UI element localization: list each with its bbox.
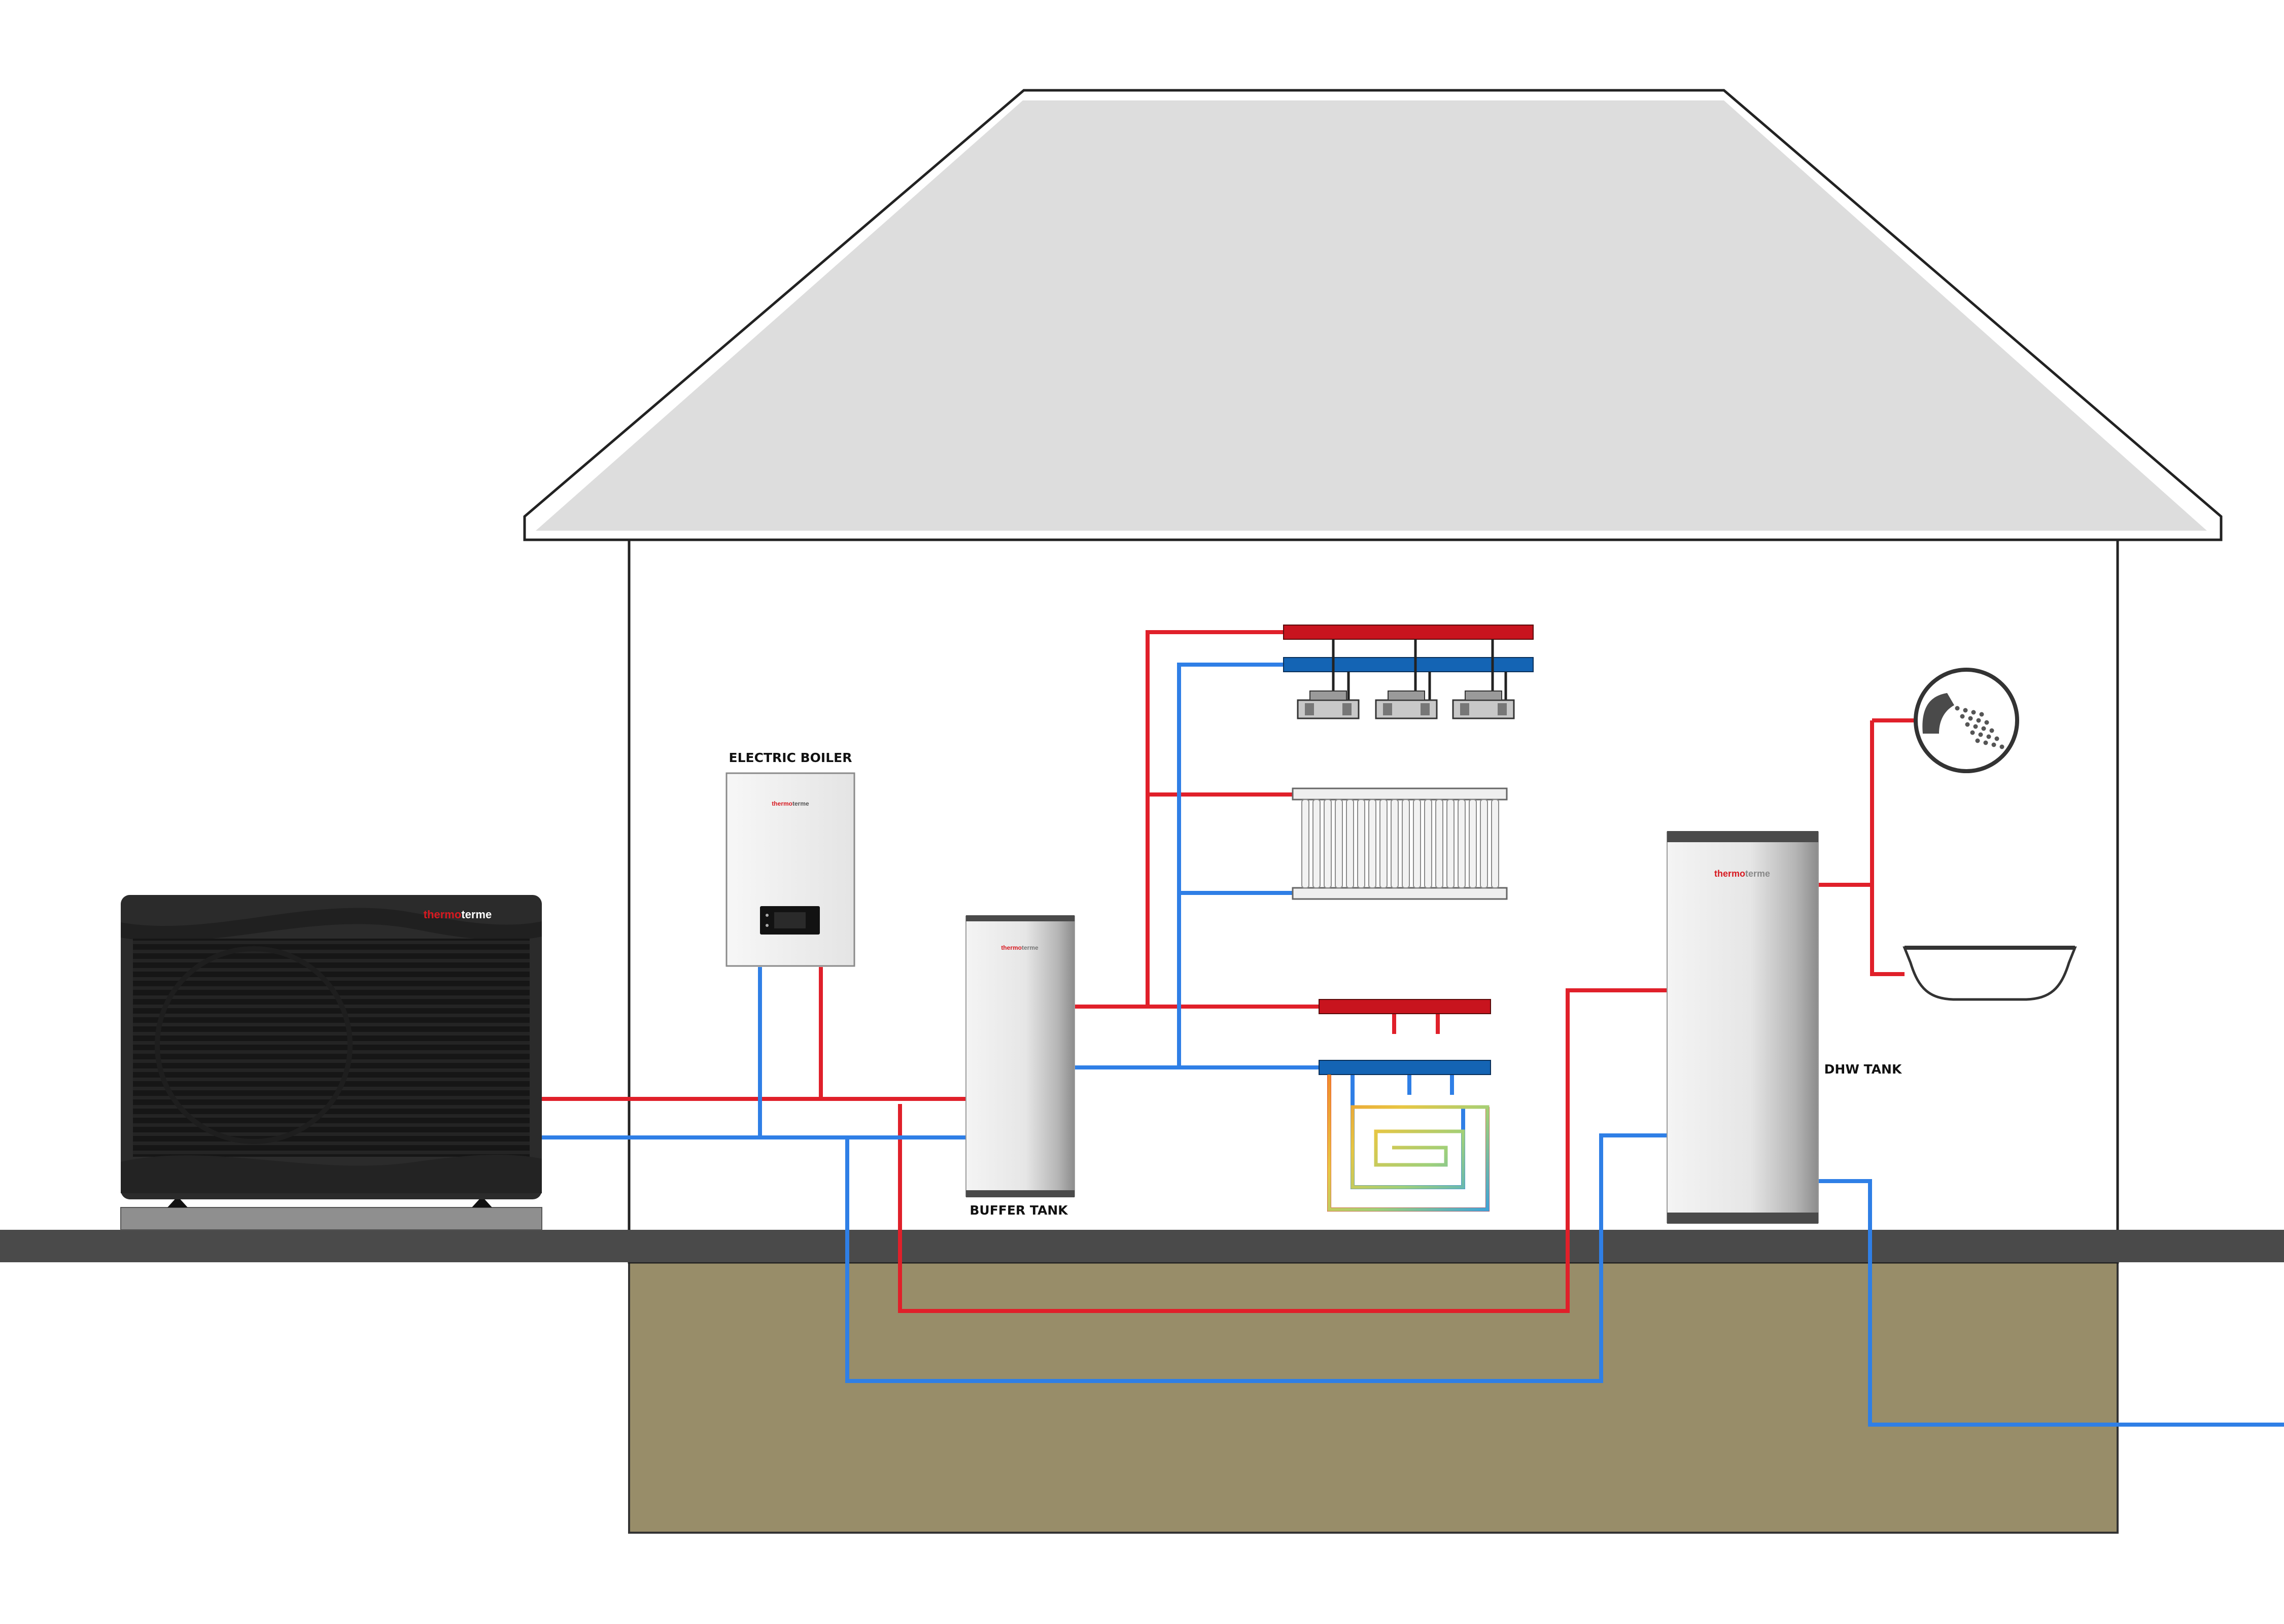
- water-drop: [1991, 742, 1996, 747]
- cold-pipes: [542, 663, 2284, 1427]
- water-drop: [1989, 728, 1994, 733]
- electric-boiler-label: ELECTRIC BOILER: [729, 750, 852, 765]
- radiator-fin: [1391, 799, 1399, 888]
- boiler-button-icon: [766, 914, 769, 917]
- fan-coil-cold-manifold: [1283, 657, 1534, 672]
- water-drop: [1971, 710, 1976, 715]
- water-drop: [1975, 738, 1980, 743]
- radiator-fin: [1480, 799, 1488, 888]
- water-drop: [1968, 716, 1973, 721]
- boiler-button-icon: [766, 924, 769, 927]
- radiator-fin: [1368, 799, 1376, 888]
- radiator-fin: [1491, 799, 1499, 888]
- radiator-fin: [1446, 799, 1455, 888]
- radiator-fin: [1413, 799, 1421, 888]
- water-drop: [1981, 726, 1986, 731]
- bathtub-icon: [1902, 946, 2077, 1001]
- radiator-fin: [1335, 799, 1343, 888]
- fan-coil-icon: [1297, 690, 1360, 719]
- buffer-brand: thermoterme: [1001, 944, 1039, 951]
- radiator-fin: [1424, 799, 1432, 888]
- water-drop: [1963, 708, 1968, 713]
- water-drop: [1986, 734, 1991, 739]
- fan-coil-group: [1283, 625, 1534, 719]
- ground-line: [0, 1230, 2284, 1262]
- fan-coil-icon: [1452, 690, 1515, 719]
- water-drop: [1965, 722, 1970, 727]
- roof: [536, 100, 2207, 531]
- heat-pump-grill: [133, 939, 530, 1157]
- fan-coil-drops: [1332, 639, 1507, 700]
- radiator-fin: [1379, 799, 1388, 888]
- underfloor-heating-group: [1319, 999, 1491, 1212]
- water-drop: [1970, 730, 1975, 735]
- dhw-tank-body: [1667, 832, 1819, 1223]
- buffer-tank: thermoterme BUFFER TANK: [965, 915, 1075, 1218]
- water-drop: [1955, 706, 1960, 711]
- dhw-tank-bottom-cap: [1667, 1213, 1818, 1224]
- fan-coil-hot-manifold: [1283, 625, 1534, 640]
- brand-part1: thermo: [424, 908, 462, 921]
- boiler-brand: thermoterme: [772, 800, 809, 807]
- fan-coil-icon: [1375, 690, 1438, 719]
- electric-boiler: thermoterme ELECTRIC BOILER: [725, 750, 855, 967]
- soil: [628, 1261, 2119, 1534]
- heat-pump-foot-left: [167, 1196, 188, 1207]
- underfloor-cold-manifold: [1319, 1060, 1491, 1075]
- water-drop: [1984, 720, 1989, 725]
- water-drop: [1976, 718, 1981, 723]
- buffer-tank-top-cap: [966, 915, 1075, 921]
- brand-part2: terme: [461, 908, 492, 921]
- boiler-display-screen: [774, 912, 806, 928]
- radiator-fin: [1357, 799, 1365, 888]
- dhw-tank-label: DHW TANK: [1824, 1062, 1902, 1077]
- dhw-tank: thermoterme DHW TANK: [1667, 831, 1902, 1224]
- heat-pump-bottom-wave: [121, 1155, 542, 1193]
- heat-pump-brand: thermoterme: [424, 908, 492, 921]
- water-drop: [1979, 712, 1984, 717]
- heat-pump-foot-right: [472, 1196, 492, 1207]
- water-drop: [1983, 740, 1988, 745]
- radiator-fin: [1301, 799, 1309, 888]
- water-drop: [1960, 714, 1965, 719]
- buffer-tank-bottom-cap: [966, 1190, 1075, 1197]
- radiator-icon: [1292, 787, 1508, 900]
- radiator-fin: [1435, 799, 1443, 888]
- radiator-fin: [1458, 799, 1466, 888]
- underfloor-hot-manifold: [1319, 999, 1491, 1014]
- underfloor-heating-icon: [1327, 1075, 1490, 1212]
- radiator-fin: [1346, 799, 1354, 888]
- radiator-fin: [1469, 799, 1477, 888]
- shower-head-icon: [1914, 668, 2019, 773]
- buffer-tank-label: BUFFER TANK: [970, 1203, 1068, 1218]
- water-drop: [1999, 744, 2004, 749]
- fan-icon: [155, 946, 353, 1144]
- radiator-fin: [1312, 799, 1321, 888]
- water-drop: [1994, 736, 1999, 741]
- heat-pump-base: [120, 1207, 542, 1230]
- hot-pipes: [542, 630, 1916, 1313]
- radiator-fin: [1402, 799, 1410, 888]
- water-drop: [1973, 724, 1978, 729]
- radiator-fin: [1324, 799, 1332, 888]
- heat-pump: thermoterme: [120, 895, 542, 1230]
- heat-pump-top-wave: [121, 908, 542, 942]
- buffer-tank-body: [965, 916, 1075, 1197]
- water-drop: [1978, 732, 1983, 737]
- dhw-tank-top-cap: [1667, 831, 1818, 842]
- dhw-brand: thermoterme: [1714, 869, 1770, 879]
